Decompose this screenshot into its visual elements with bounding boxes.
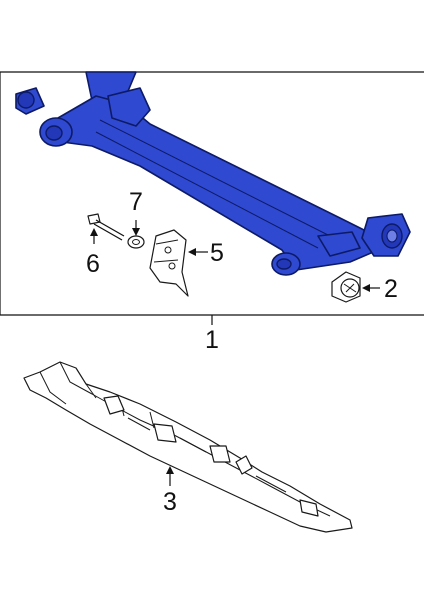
bushing-item-2 — [331, 271, 361, 303]
callout-1: 1 — [205, 326, 219, 354]
callout-3-arrow — [166, 466, 174, 486]
bracket-item-5 — [149, 229, 189, 297]
shield-item-3 — [23, 361, 353, 533]
washer-item-7 — [127, 235, 145, 249]
assembly-frame — [0, 71, 424, 316]
bushing-left — [15, 87, 45, 115]
callout-5: 5 — [210, 239, 224, 267]
callout-7: 7 — [129, 188, 143, 216]
callout-5-arrow — [188, 248, 208, 256]
callout-2-arrow — [362, 284, 380, 292]
callout-6-arrow — [90, 228, 98, 244]
rear-axle-beam — [39, 71, 411, 276]
bolt-item-6 — [87, 213, 125, 241]
callout-2: 2 — [384, 275, 398, 303]
callout-7-arrow — [132, 220, 140, 236]
callout-3: 3 — [163, 488, 177, 516]
callout-6: 6 — [86, 250, 100, 278]
